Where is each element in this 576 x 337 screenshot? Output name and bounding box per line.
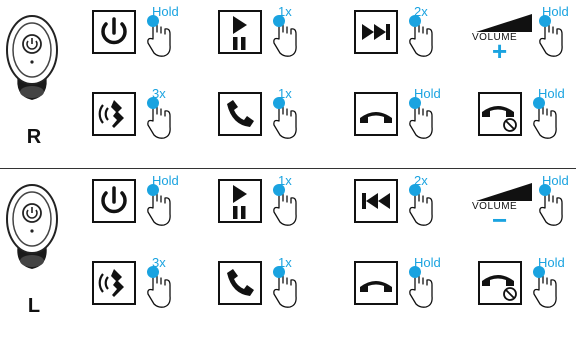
left-earbud-panel: L Hold 1x 2x VOLUME− Hold 3x bbox=[0, 169, 576, 337]
plus-sign: + bbox=[492, 38, 507, 64]
hang-up-icon bbox=[354, 92, 398, 136]
minus-sign: − bbox=[492, 207, 507, 233]
previous-track-icon bbox=[354, 179, 398, 223]
tap-count-label: 2x bbox=[414, 173, 428, 188]
reject-call-icon bbox=[478, 92, 522, 136]
tap-count-label: 2x bbox=[414, 4, 428, 19]
tap-count-label: 1x bbox=[278, 4, 292, 19]
earbud-image bbox=[4, 4, 60, 104]
tap-count-label: Hold bbox=[538, 255, 565, 270]
tap-count-label: Hold bbox=[152, 4, 179, 19]
hang-up-icon bbox=[354, 261, 398, 305]
tap-count-label: 1x bbox=[278, 86, 292, 101]
power-icon bbox=[92, 179, 136, 223]
tap-count-label: Hold bbox=[538, 86, 565, 101]
tap-count-label: 1x bbox=[278, 173, 292, 188]
tap-count-label: 1x bbox=[278, 255, 292, 270]
tap-count-label: Hold bbox=[152, 173, 179, 188]
side-letter: R bbox=[22, 126, 46, 149]
next-track-icon bbox=[354, 10, 398, 54]
answer-call-icon bbox=[218, 92, 262, 136]
voice-assistant-icon bbox=[92, 261, 136, 305]
side-letter: L bbox=[22, 295, 46, 318]
power-icon bbox=[92, 10, 136, 54]
tap-count-label: Hold bbox=[414, 255, 441, 270]
earbud-image bbox=[4, 173, 60, 273]
tap-count-label: Hold bbox=[542, 173, 569, 188]
tap-count-label: 3x bbox=[152, 255, 166, 270]
tap-count-label: Hold bbox=[414, 86, 441, 101]
tap-count-label: Hold bbox=[542, 4, 569, 19]
play-pause-icon bbox=[218, 10, 262, 54]
tap-count-label: 3x bbox=[152, 86, 166, 101]
voice-assistant-icon bbox=[92, 92, 136, 136]
play-pause-icon bbox=[218, 179, 262, 223]
right-earbud-panel: R Hold 1x 2x VOLUME+ Hold 3x bbox=[0, 0, 576, 168]
answer-call-icon bbox=[218, 261, 262, 305]
reject-call-icon bbox=[478, 261, 522, 305]
